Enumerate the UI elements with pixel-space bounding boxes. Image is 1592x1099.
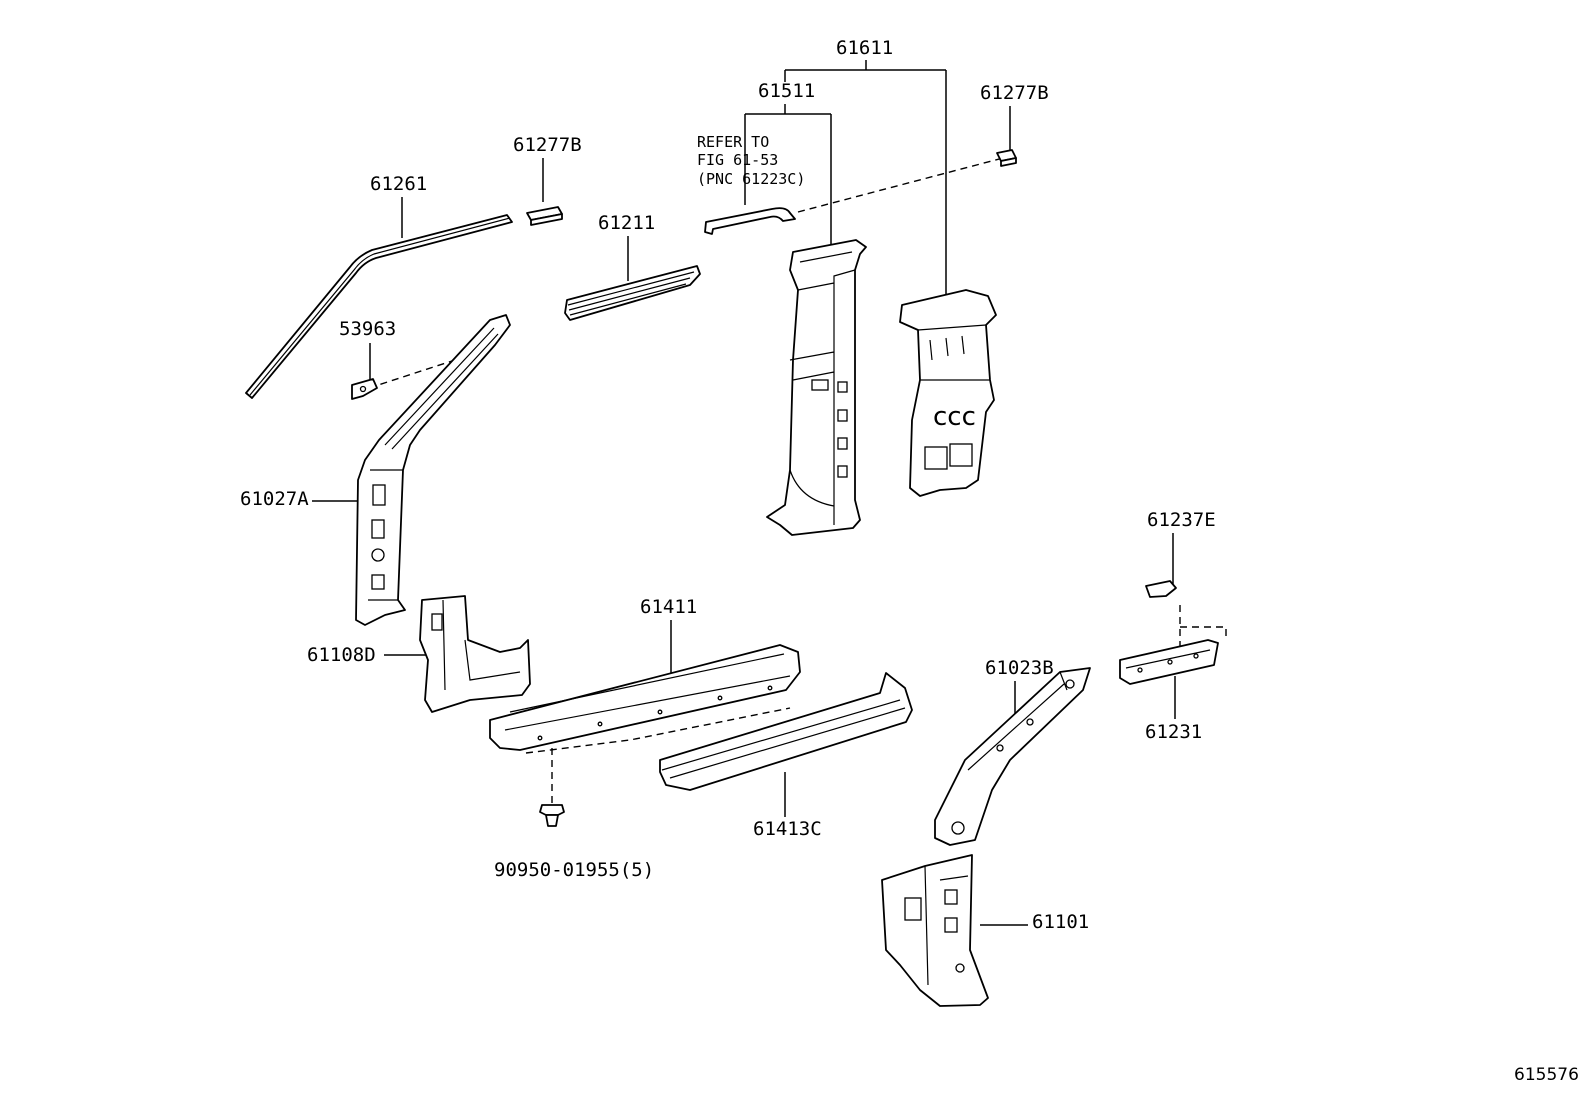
part-61027a-front-pillar	[355, 314, 511, 626]
part-61223c-referenced	[704, 207, 796, 235]
part-61411-rocker-outer	[489, 644, 801, 751]
label-61611: 61611	[836, 37, 893, 59]
label-61511: 61511	[758, 80, 815, 102]
note-line-3: (PNC 61223C)	[697, 170, 805, 188]
part-61611-b-pillar-inner: ccc	[899, 289, 997, 497]
part-61108d-cowl-side	[419, 595, 531, 713]
label-61237e: 61237E	[1147, 509, 1216, 531]
label-53963: 53963	[339, 318, 396, 340]
label-61277b-left: 61277B	[513, 134, 582, 156]
label-61413c: 61413C	[753, 818, 822, 840]
label-61261: 61261	[370, 173, 427, 195]
label-61277b-right: 61277B	[980, 82, 1049, 104]
part-90950-01955-clip	[539, 804, 565, 827]
part-61277b-right-clip	[996, 149, 1017, 167]
part-61261-roof-rail	[245, 214, 513, 399]
part-61413c-rocker-inner	[659, 672, 913, 791]
label-61027a: 61027A	[240, 488, 309, 510]
part-61237e-clip	[1145, 580, 1177, 598]
note-line-1: REFER TO	[697, 133, 769, 151]
leader-lines	[312, 60, 1176, 926]
label-61023b: 61023B	[985, 657, 1054, 679]
svg-text:ccc: ccc	[933, 402, 976, 432]
label-61411: 61411	[640, 596, 697, 618]
part-61101-lower-side-panel	[881, 854, 989, 1007]
part-61023b-pillar-reinforcement	[934, 667, 1091, 846]
figure-number: 615576	[1514, 1065, 1579, 1085]
label-61231: 61231	[1145, 721, 1202, 743]
part-61211-roof-inner-rail	[564, 265, 701, 321]
label-61108d: 61108D	[307, 644, 376, 666]
part-61231-roof-bracket	[1119, 639, 1219, 685]
part-61511-b-pillar-outer	[766, 239, 867, 536]
assembly-lines	[368, 157, 1227, 805]
label-61211: 61211	[598, 212, 655, 234]
part-61277b-left-clip	[526, 206, 563, 226]
label-61101: 61101	[1032, 911, 1089, 933]
note-line-2: FIG 61-53	[697, 151, 778, 169]
part-53963-bracket	[351, 378, 378, 400]
label-90950-01955: 90950-01955(5)	[494, 859, 654, 881]
